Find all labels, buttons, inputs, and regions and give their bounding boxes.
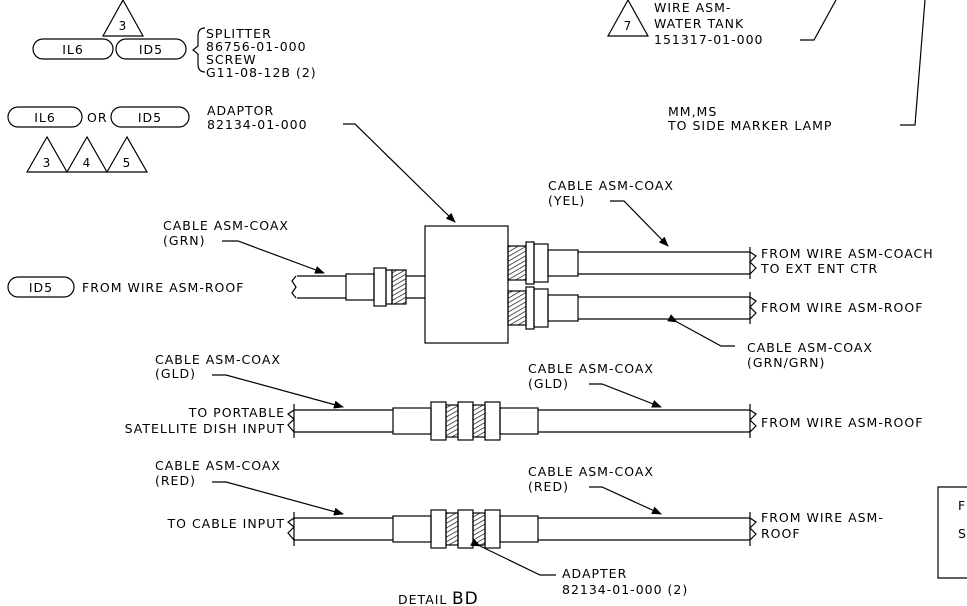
roof-input-label: FROM WIRE ASM-ROOF: [82, 280, 244, 295]
svg-text:CABLE ASM-COAX: CABLE ASM-COAX: [528, 464, 654, 479]
side-marker-label: MM,MS TO SIDE MARKER LAMP: [667, 104, 832, 133]
svg-text:IL6: IL6: [34, 110, 56, 125]
or-text: OR: [87, 110, 108, 125]
adaptor-leader: [343, 123, 456, 223]
svg-text:IL6: IL6: [62, 42, 84, 57]
svg-text:(RED): (RED): [528, 479, 569, 494]
svg-text:TO EXT ENT CTR: TO EXT ENT CTR: [760, 261, 878, 276]
svg-text:ID5: ID5: [138, 110, 162, 125]
svg-text:ADAPTOR: ADAPTOR: [207, 103, 274, 118]
svg-text:CABLE ASM-COAX: CABLE ASM-COAX: [155, 352, 281, 367]
cable-red-left-leader: [212, 481, 344, 516]
cable-yel-leader: [610, 200, 669, 247]
svg-text:(GLD): (GLD): [155, 366, 196, 381]
svg-text:4: 4: [83, 156, 92, 170]
svg-text:151317-01-000: 151317-01-000: [654, 32, 764, 47]
svg-text:(GLD): (GLD): [528, 376, 569, 391]
cable-gld-left-label: CABLE ASM-COAX (GLD): [155, 352, 281, 381]
input-coax: [291, 267, 425, 307]
portable-label: TO PORTABLE SATELLITE DISH INPUT: [125, 405, 285, 436]
svg-text:TO SIDE MARKER LAMP: TO SIDE MARKER LAMP: [667, 118, 832, 133]
brace: [192, 27, 206, 73]
svg-text:TO PORTABLE: TO PORTABLE: [188, 405, 285, 420]
svg-text:CABLE ASM-COAX: CABLE ASM-COAX: [747, 340, 873, 355]
water-tank-label: WIRE ASM- WATER TANK 151317-01-000: [654, 0, 764, 47]
adapter-label: ADAPTER 82134-01-000 (2): [562, 566, 688, 597]
cable-gld-left-leader: [212, 374, 344, 409]
detail-title: DETAIL BD: [398, 589, 479, 606]
water-tank-leader: [800, 0, 837, 41]
svg-text:5: 5: [123, 156, 132, 170]
svg-text:(GRN/GRN): (GRN/GRN): [747, 355, 825, 370]
adapter-leader: [470, 538, 556, 576]
splitter-body: [424, 225, 509, 344]
cable-grngrn-leader: [667, 314, 735, 347]
output-coax-bottom: [507, 286, 757, 330]
svg-text:FROM WIRE ASM-: FROM WIRE ASM-: [761, 510, 884, 525]
svg-text:CABLE ASM-COAX: CABLE ASM-COAX: [155, 458, 281, 473]
note-triangles-345: 3 4 5: [25, 135, 149, 173]
svg-text:CABLE ASM-COAX: CABLE ASM-COAX: [528, 361, 654, 376]
svg-text:WIRE ASM-: WIRE ASM-: [654, 0, 731, 15]
partial-frame-box: F S: [937, 486, 967, 579]
svg-text:7: 7: [624, 19, 633, 33]
cable-red-right-label: CABLE ASM-COAX (RED): [528, 464, 654, 494]
svg-text:MM,MS: MM,MS: [668, 104, 717, 119]
cable-yel-label: CABLE ASM-COAX (YEL): [548, 178, 674, 208]
adaptor-label: ADAPTOR 82134-01-000: [207, 103, 308, 132]
cable-red-left-label: CABLE ASM-COAX (RED): [155, 458, 281, 488]
ref-bubble-id5: ID5: [115, 38, 187, 60]
ref-bubble-il6: IL6: [32, 38, 114, 60]
svg-text:G11-08-12B (2): G11-08-12B (2): [206, 65, 317, 80]
svg-text:SATELLITE DISH INPUT: SATELLITE DISH INPUT: [125, 421, 285, 436]
svg-text:S: S: [958, 526, 967, 541]
svg-text:CABLE ASM-COAX: CABLE ASM-COAX: [163, 218, 289, 233]
cable-input-coax: [286, 509, 757, 549]
ref-bubble-il6-2: IL6: [7, 106, 83, 128]
cable-grn-leader: [222, 240, 325, 274]
cable-gld-right-leader: [589, 383, 662, 408]
right-coach-label: FROM WIRE ASM-COACH TO EXT ENT CTR: [760, 246, 934, 276]
cable-red-right-leader: [589, 486, 662, 515]
cable-grn-label: CABLE ASM-COAX (GRN): [163, 218, 289, 248]
svg-text:FROM WIRE ASM-COACH: FROM WIRE ASM-COACH: [761, 246, 934, 261]
svg-text:82134-01-000: 82134-01-000: [207, 117, 308, 132]
cable-grngrn-label: CABLE ASM-COAX (GRN/GRN): [747, 340, 873, 370]
cable-input-label: TO CABLE INPUT: [167, 516, 286, 531]
note-triangle-3: 3: [101, 0, 145, 37]
satellite-coax: [286, 401, 757, 441]
right-roof-label-2: FROM WIRE ASM-ROOF: [761, 415, 923, 430]
cable-gld-right-label: CABLE ASM-COAX (GLD): [528, 361, 654, 391]
ref-bubble-id5-roof: ID5: [7, 276, 75, 298]
side-marker-leader: [900, 0, 926, 126]
output-coax-top: [507, 241, 757, 285]
svg-text:86756-01-000: 86756-01-000: [206, 39, 307, 54]
svg-text:3: 3: [43, 156, 52, 170]
right-roof-label-3: FROM WIRE ASM- ROOF: [761, 510, 884, 541]
svg-text:(RED): (RED): [155, 473, 196, 488]
svg-text:ADAPTER: ADAPTER: [562, 566, 627, 581]
svg-text:CABLE ASM-COAX: CABLE ASM-COAX: [548, 178, 674, 193]
right-roof-label-1: FROM WIRE ASM-ROOF: [761, 300, 923, 315]
splitter-label: SPLITTER 86756-01-000 SCREW G11-08-12B (…: [206, 26, 317, 80]
svg-text:WATER TANK: WATER TANK: [654, 16, 744, 31]
svg-text:ROOF: ROOF: [761, 526, 801, 541]
svg-text:82134-01-000 (2): 82134-01-000 (2): [562, 582, 688, 597]
svg-text:3: 3: [119, 19, 128, 33]
svg-text:SPLITTER: SPLITTER: [206, 26, 272, 41]
svg-text:ID5: ID5: [139, 42, 163, 57]
svg-text:(GRN): (GRN): [163, 233, 205, 248]
svg-text:(YEL): (YEL): [548, 193, 585, 208]
ref-bubble-id5-2: ID5: [110, 106, 190, 128]
svg-text:BD: BD: [452, 589, 479, 606]
svg-text:ID5: ID5: [29, 280, 53, 295]
svg-text:F: F: [958, 498, 966, 513]
svg-text:DETAIL: DETAIL: [398, 592, 447, 606]
svg-text:SCREW: SCREW: [206, 52, 257, 67]
note-triangle-7: 7: [606, 0, 650, 37]
